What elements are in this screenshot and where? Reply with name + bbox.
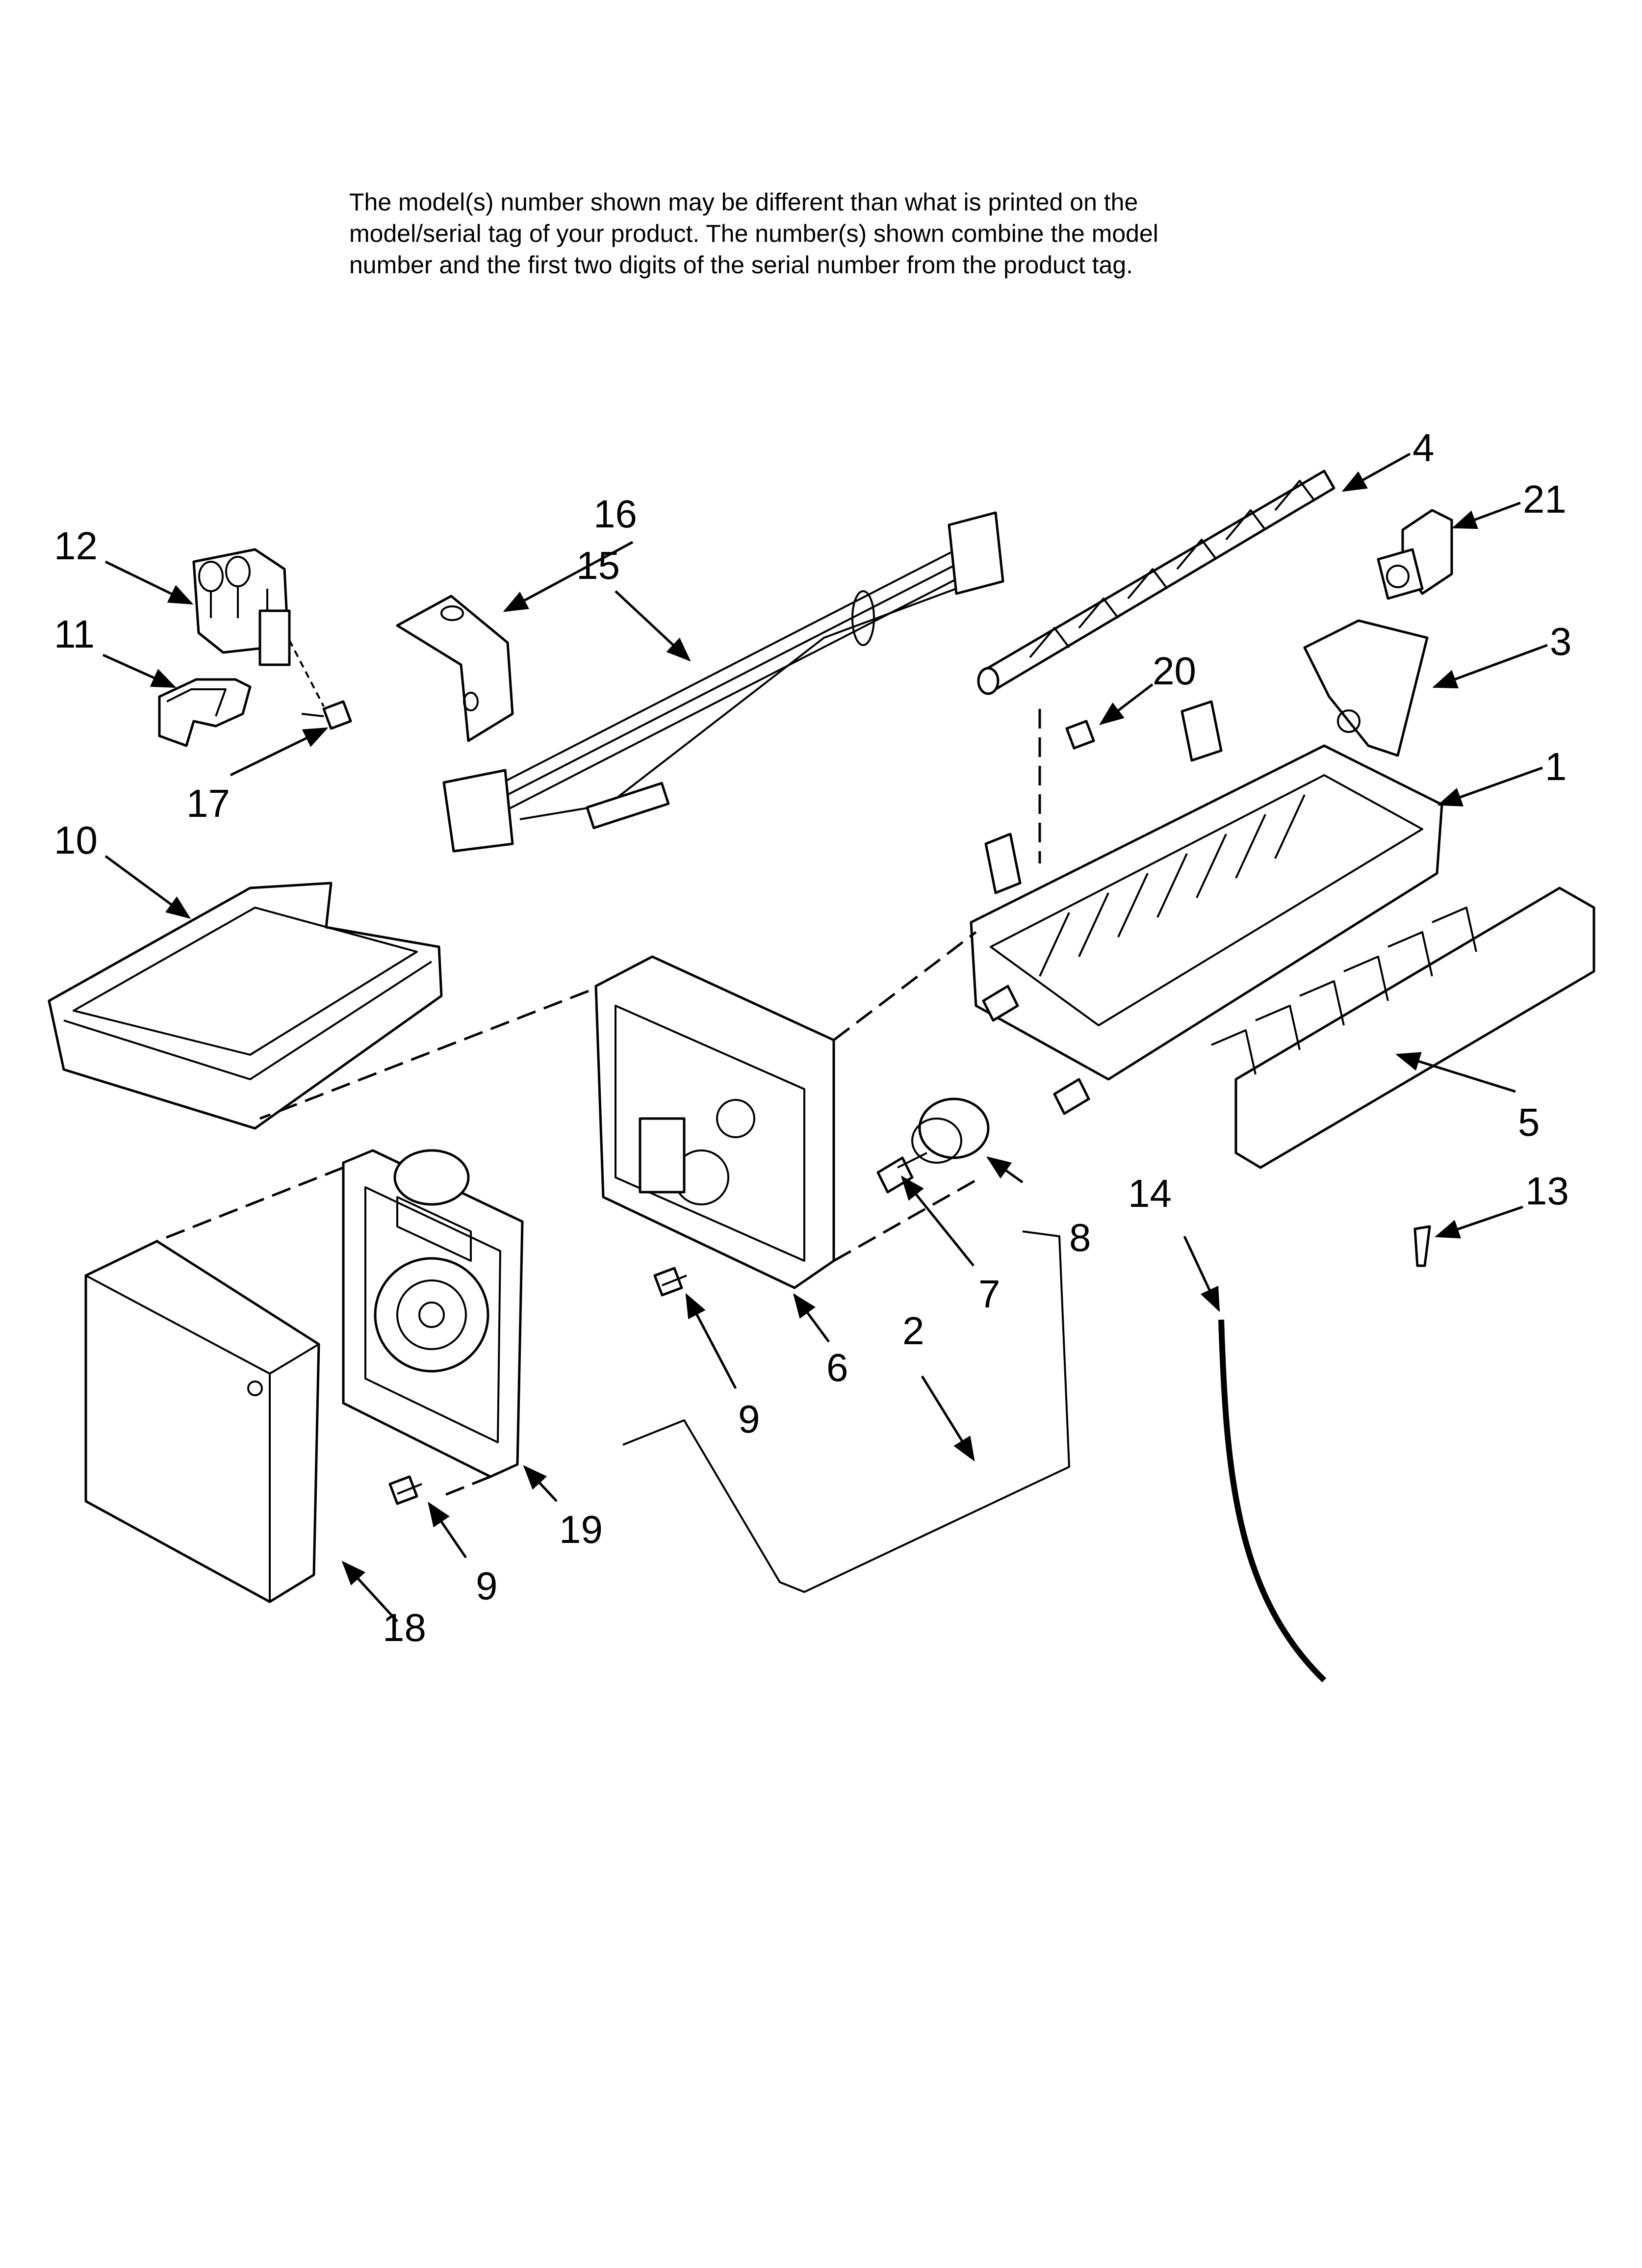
callout-3: 3: [1550, 620, 1572, 663]
callout-15: 15: [576, 544, 620, 587]
callout-13: 13: [1525, 1169, 1569, 1213]
stripper-part: [1211, 886, 1595, 1169]
cam-part: [1377, 509, 1453, 600]
callout-2: 2: [902, 1309, 924, 1353]
plug-part: [1413, 1225, 1431, 1267]
front-cover-part: [84, 1240, 320, 1603]
callout-9-upper: 9: [738, 1397, 760, 1441]
note-line: number and the first two digits of the s…: [349, 251, 1133, 279]
valve-screw-part: [288, 640, 352, 730]
callout-14: 14: [1128, 1172, 1172, 1215]
callout-leaders: [102, 452, 1548, 1622]
callout-10: 10: [54, 818, 98, 862]
callout-8: 8: [1069, 1216, 1091, 1259]
callout-4: 4: [1412, 426, 1435, 469]
module-screw-part: [388, 1267, 687, 1505]
ice-mold-part: [970, 700, 1443, 1081]
callout-12: 12: [54, 524, 98, 568]
callout-9-lower: 9: [476, 1564, 498, 1608]
thermostat-part: [911, 1097, 990, 1164]
callout-labels: 4 21 3 1 5 20 8 7 6 2 9 19 9 18 14 13 16…: [54, 426, 1572, 1649]
callout-20: 20: [1153, 649, 1196, 693]
callout-1: 1: [1545, 745, 1567, 788]
harness-bracket-part: [396, 595, 514, 742]
water-valve-part: [192, 548, 291, 666]
ejector-shaft-part: [977, 469, 1335, 695]
module-housing-part: [594, 955, 835, 1289]
callout-21: 21: [1523, 477, 1566, 521]
note-line: model/serial tag of your product. The nu…: [349, 220, 1158, 247]
valve-bracket-part: [158, 678, 252, 747]
callout-7: 7: [978, 1272, 1001, 1316]
callout-18: 18: [383, 1606, 426, 1649]
motor-module-part: [342, 1149, 524, 1478]
alignment-lines: [156, 931, 982, 1498]
mold-screw-part: [1038, 709, 1095, 863]
callout-17: 17: [186, 782, 230, 825]
callout-11: 11: [54, 612, 95, 656]
fill-tube-part: [1218, 1319, 1327, 1683]
bail-arm-part: [622, 1230, 1070, 1593]
callout-16: 16: [593, 492, 637, 536]
callout-19: 19: [559, 1508, 603, 1551]
callout-5: 5: [1518, 1100, 1540, 1144]
ice-bin-part: [48, 882, 443, 1130]
model-number-note: The model(s) number shown may be differe…: [349, 186, 1477, 281]
note-line: The model(s) number shown may be differe…: [349, 188, 1138, 216]
mounting-bracket-part: [1303, 619, 1429, 757]
callout-6: 6: [826, 1346, 848, 1389]
wire-harness-part: [442, 511, 1004, 853]
